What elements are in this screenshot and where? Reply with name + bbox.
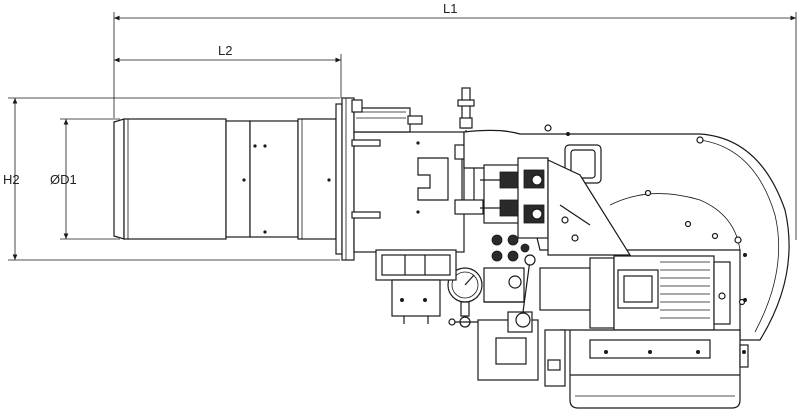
dimension-l1-label: L1 xyxy=(443,1,457,16)
motor-cooling-fins xyxy=(660,261,710,319)
burner-base xyxy=(544,329,749,409)
control-valve-block xyxy=(480,157,632,256)
dimension-l2-label: L2 xyxy=(218,43,232,58)
dimension-d1-label: ØD1 xyxy=(50,172,77,187)
dimension-h2-label: H2 xyxy=(3,172,20,187)
electric-motor xyxy=(539,255,731,331)
oil-pump xyxy=(477,254,539,381)
mounting-flange xyxy=(335,97,355,261)
combustion-head-housing xyxy=(351,99,484,253)
pump-unit xyxy=(375,249,457,324)
dimension-l2: L2 xyxy=(114,43,342,98)
dimension-l1: L1 xyxy=(113,1,797,240)
housing-bolts xyxy=(566,132,747,354)
fittings-cluster xyxy=(491,234,530,262)
dimension-d1: ØD1 xyxy=(50,118,120,240)
pressure-gauge xyxy=(447,267,483,328)
blast-tube xyxy=(113,118,337,240)
dimension-h2: H2 xyxy=(3,97,340,261)
